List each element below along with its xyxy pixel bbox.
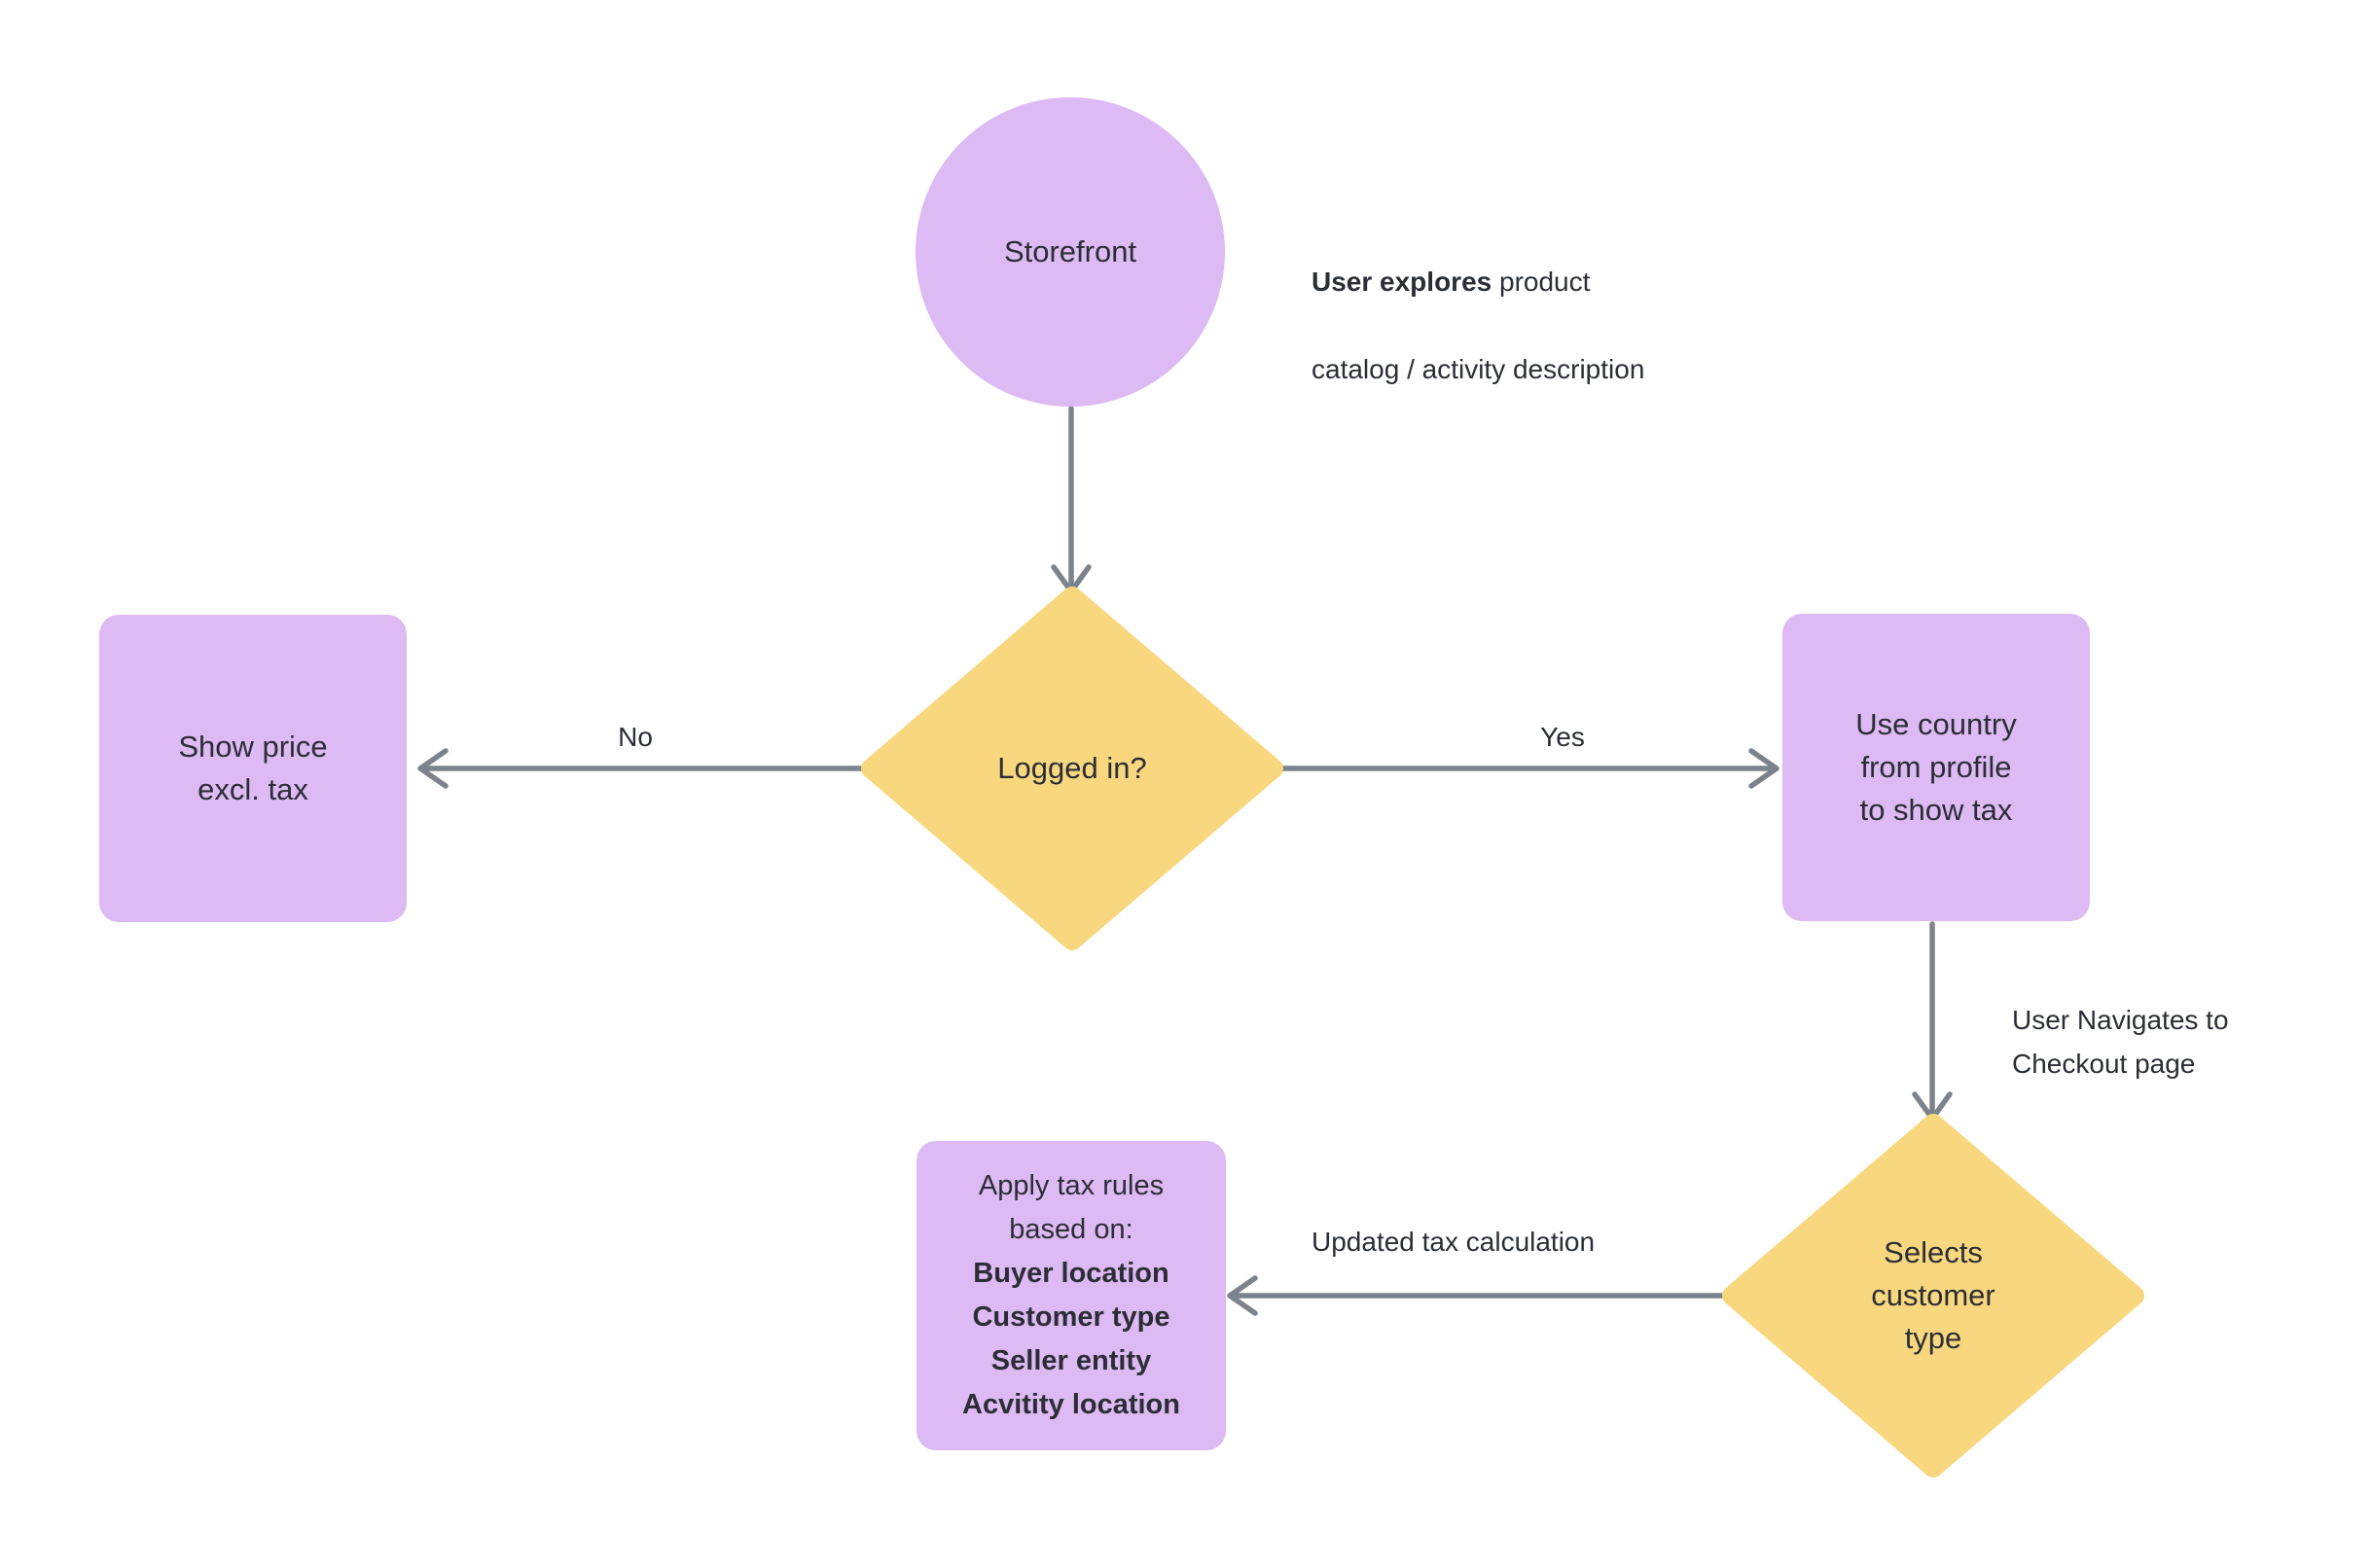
annotation-navigate-checkout: User Navigates to Checkout page — [2012, 1005, 2229, 1079]
node-apply-tax-rules: Apply tax rules based on: Buyer location… — [916, 1141, 1226, 1450]
arrow-loggedin-to-showprice — [417, 748, 865, 789]
apply-tax-line: based on: — [1009, 1214, 1133, 1245]
arrow-loggedin-to-usecountry — [1279, 748, 1779, 789]
diamond-shape — [861, 587, 1283, 950]
arrow-usecountry-to-selects — [1912, 921, 1953, 1122]
apply-tax-line: Acvitity location — [962, 1389, 1180, 1420]
annotation-user-explores-rest: product — [1491, 267, 1591, 297]
node-logged-in: Logged in? — [861, 587, 1283, 950]
node-selects-customer-type-label: Selects customer type — [1871, 1235, 1995, 1355]
diamond-shape — [1722, 1114, 2144, 1478]
annotation-user-explores-bold: User explores — [1312, 267, 1492, 297]
node-show-price-label: Show price excl. tax — [178, 730, 328, 806]
node-use-country-label: Use country from profile to show tax — [1855, 707, 2017, 827]
node-logged-in-label: Logged in? — [997, 751, 1147, 785]
apply-tax-line: Seller entity — [990, 1345, 1152, 1376]
annotation-user-explores-line2: catalog / activity description — [1312, 354, 1645, 384]
apply-tax-line: Buyer location — [973, 1258, 1169, 1289]
arrow-storefront-to-loggedin — [1051, 406, 1092, 594]
node-storefront-label: Storefront — [1003, 234, 1137, 268]
arrow-selects-to-applytax — [1227, 1275, 1727, 1316]
apply-tax-line: Customer type — [972, 1301, 1170, 1333]
edge-label-updated-tax: Updated tax calculation — [1312, 1227, 1596, 1257]
node-use-country: Use country from profile to show tax — [1782, 614, 2090, 921]
edge-label-yes: Yes — [1540, 722, 1585, 752]
apply-tax-line: Apply tax rules — [978, 1170, 1165, 1201]
node-selects-customer-type: Selects customer type — [1722, 1114, 2144, 1478]
node-show-price: Show price excl. tax — [99, 615, 407, 922]
edge-label-no: No — [618, 722, 653, 752]
node-storefront: Storefront — [916, 97, 1225, 407]
annotation-user-explores: User explores product catalog / activity… — [1312, 216, 1644, 391]
